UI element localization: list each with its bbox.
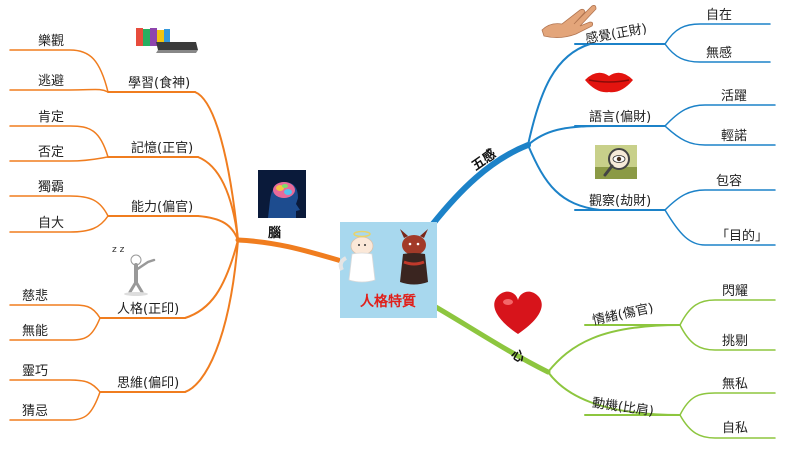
leaf-numb[interactable]: 無感 [706,45,732,61]
thinking-person-icon: z z [112,245,156,296]
topic-personality[interactable]: 人格(正印) [117,301,179,317]
leaf-suspicious[interactable]: 猜忌 [22,404,48,419]
topic-ability[interactable]: 能力(偏官) [131,199,193,215]
leaf-tolerance[interactable]: 包容 [716,173,742,189]
center-node[interactable]: 人格特質 [338,222,437,318]
leaf-dominate[interactable]: 獨霸 [38,180,64,195]
leaf-affirm[interactable]: 肯定 [38,110,64,125]
brain-branch [9,49,348,421]
brain-icon [258,170,306,218]
leaf-purpose[interactable]: 「目的」 [716,228,768,244]
leaf-incapable[interactable]: 無能 [22,324,48,339]
leaf-arrogant[interactable]: 自大 [38,216,64,231]
topic-thinking[interactable]: 思維(偏印) [117,376,179,391]
leaf-picky[interactable]: 挑剔 [722,334,748,349]
magnifier-eye-icon [595,145,637,179]
leaf-shine[interactable]: 閃耀 [722,284,748,299]
leaf-lively[interactable]: 活躍 [721,89,747,104]
svg-text:z z: z z [112,245,125,255]
books-icon [136,28,198,53]
topic-memory[interactable]: 記憶(正官) [131,140,193,156]
leaf-deny[interactable]: 否定 [38,145,64,160]
branch-label-heart[interactable]: 心 [508,347,527,366]
angel-devil-icon [338,229,428,285]
leaf-at-ease[interactable]: 自在 [706,8,732,23]
center-title: 人格特質 [360,293,416,310]
leaf-escape[interactable]: 逃避 [38,74,64,89]
topic-learning[interactable]: 學習(食神) [128,75,190,91]
leaf-compassion[interactable]: 慈悲 [22,288,48,304]
senses-branch [429,23,776,246]
lips-icon [585,72,633,93]
leaf-clever[interactable]: 靈巧 [22,364,48,379]
topic-language[interactable]: 語言(偏財) [589,109,651,125]
hand-icon [541,5,597,38]
heart-icon [494,291,542,334]
topic-observation[interactable]: 觀察(劫財) [589,194,651,209]
leaf-selfless[interactable]: 無私 [722,377,748,392]
leaf-selfish[interactable]: 自私 [722,421,748,436]
leaf-optimism[interactable]: 樂觀 [38,33,64,49]
branch-label-brain[interactable]: 腦 [268,225,281,241]
leaf-light-promise[interactable]: 輕諾 [721,128,747,144]
